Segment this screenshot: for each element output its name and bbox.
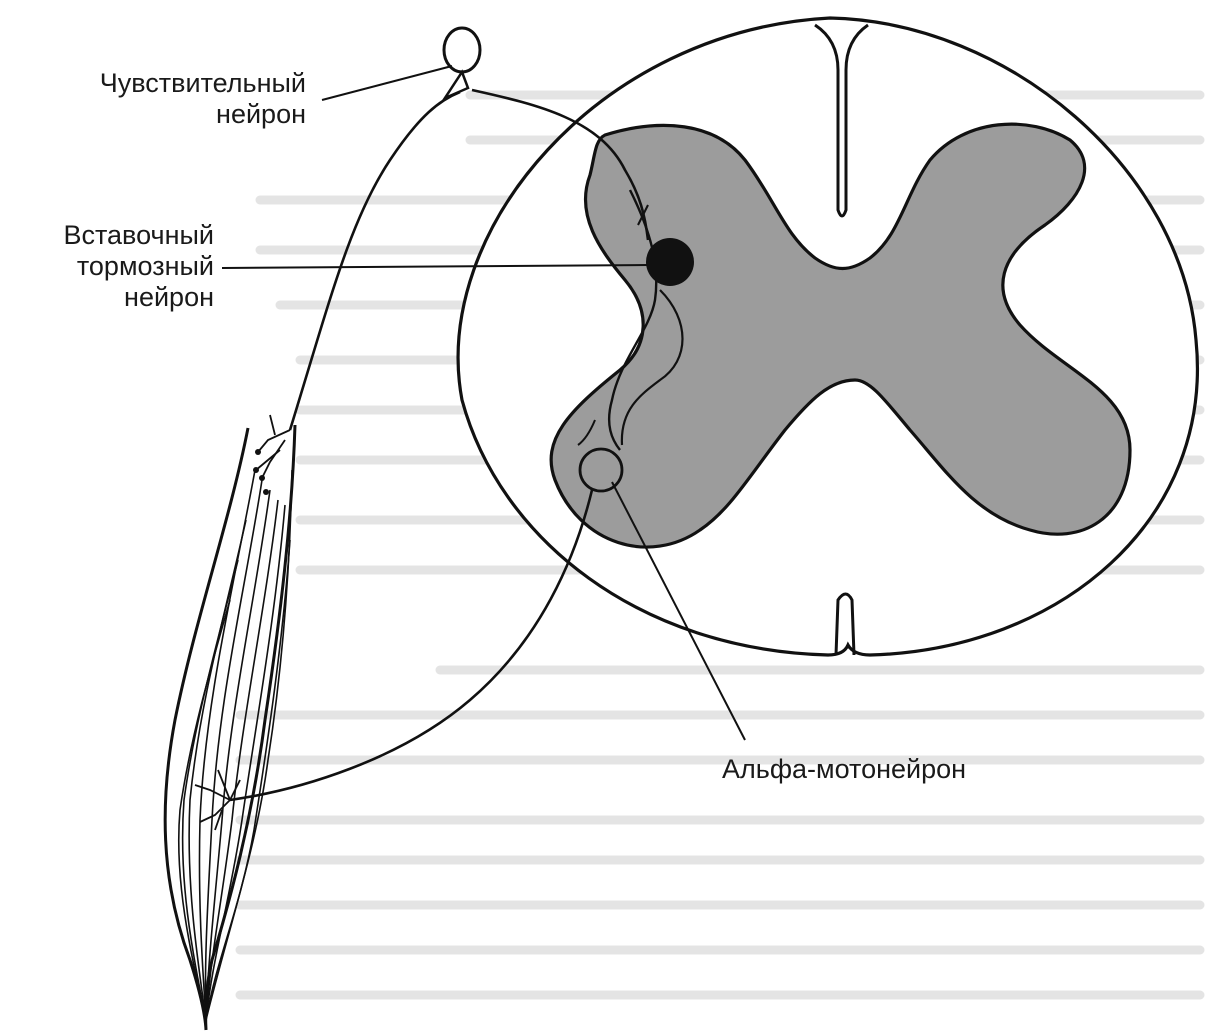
muscle-fibers bbox=[179, 470, 292, 1020]
label-inhibitory-line1: Вставочный bbox=[0, 220, 214, 251]
sensory-neuron-body bbox=[444, 28, 480, 72]
label-inhibitory-line3: нейрон bbox=[0, 282, 214, 313]
label-inhibitory-line2: тормозный bbox=[0, 251, 214, 282]
label-inhibitory-neuron: Вставочный тормозный нейрон bbox=[0, 220, 214, 313]
label-motor-text: Альфа-мотонейрон bbox=[722, 754, 1042, 785]
sensory-fiber bbox=[290, 92, 460, 430]
inhibitory-neuron-body bbox=[646, 238, 694, 286]
motor-axon bbox=[230, 490, 592, 800]
label-sensory-line1: Чувствительный bbox=[36, 68, 306, 99]
label-sensory-line2: нейрон bbox=[36, 99, 306, 130]
label-sensory-neuron: Чувствительный нейрон bbox=[36, 68, 306, 130]
alpha-motor-neuron-body bbox=[580, 449, 622, 491]
muscle bbox=[165, 415, 295, 1030]
label-alpha-motor-neuron: Альфа-мотонейрон bbox=[722, 754, 1042, 785]
muscle-spindle-endings bbox=[256, 415, 290, 478]
leader-sensory bbox=[322, 66, 452, 100]
